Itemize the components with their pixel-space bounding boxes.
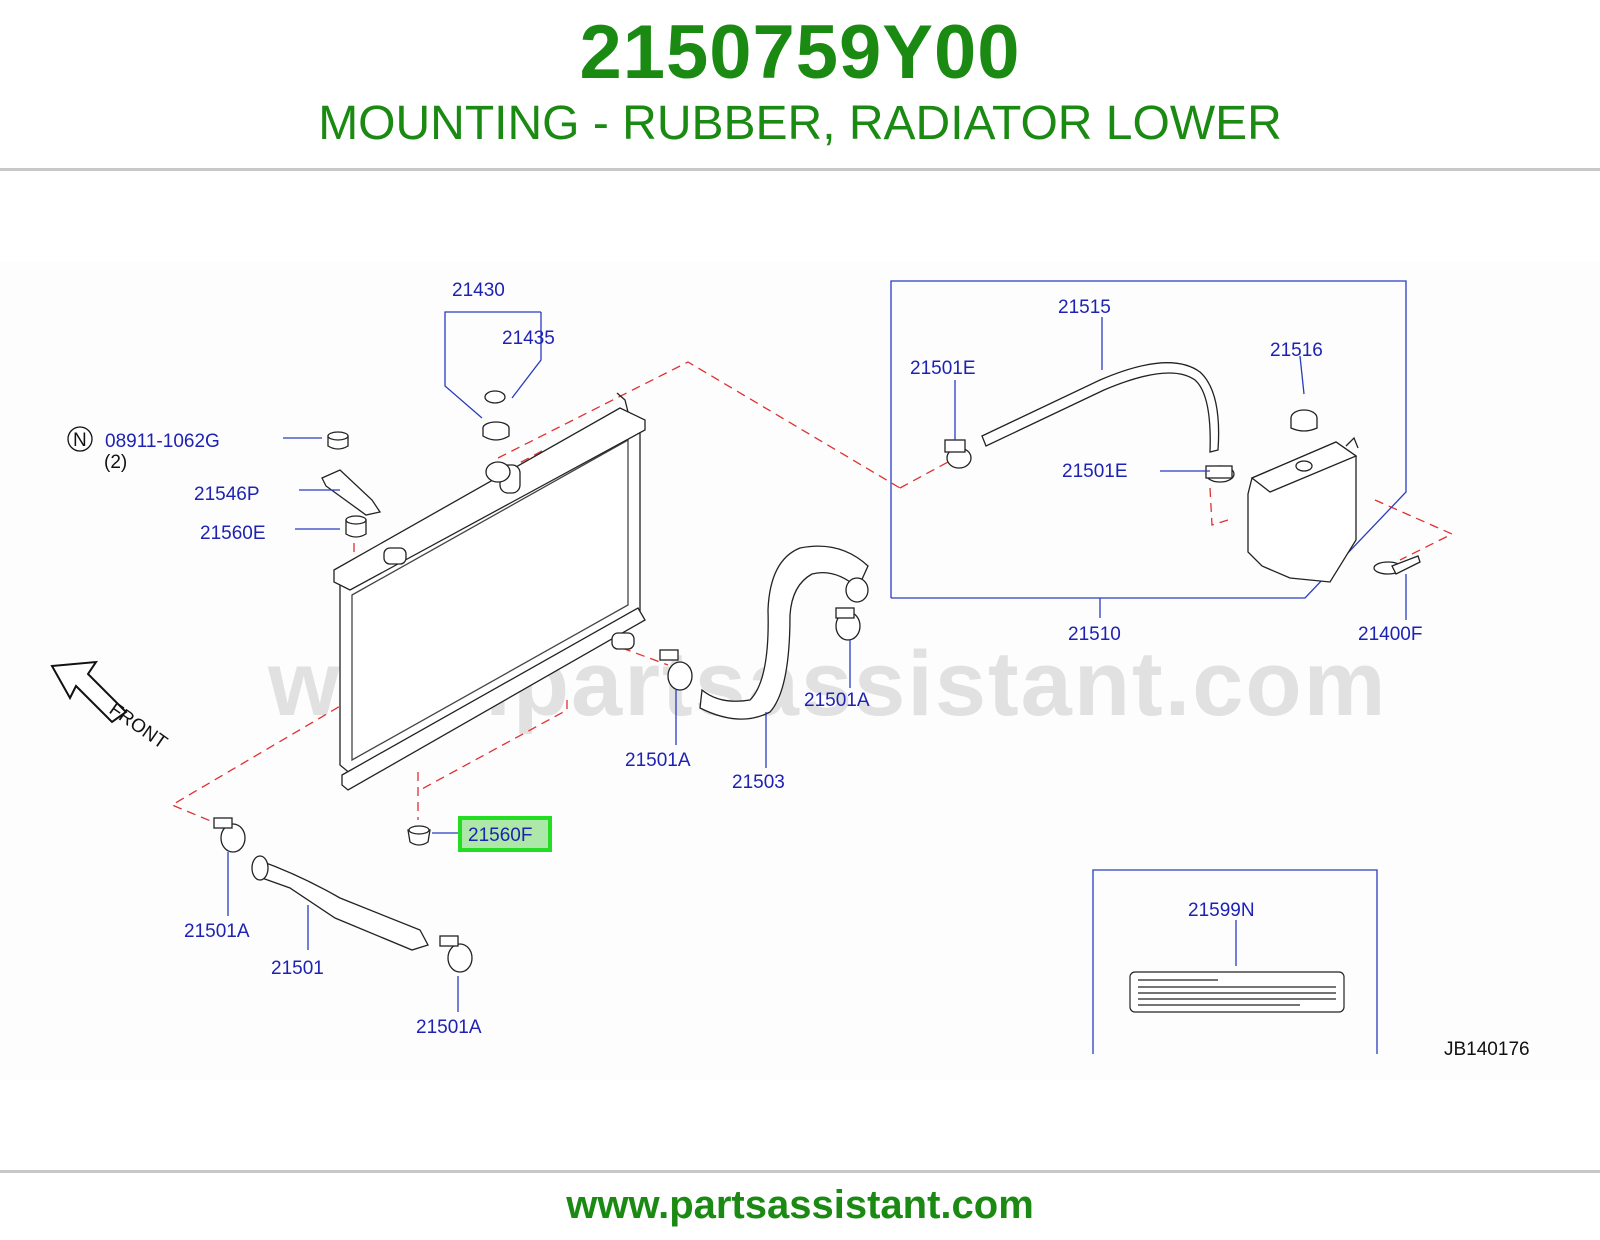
callout-21501A-lower-left[interactable]: 21501A [184,921,250,942]
callout-bolt-number[interactable]: 08911-1062G [105,431,220,452]
reservoir-hose-part [981,362,1220,453]
lower-mount-rubber-part [407,825,431,846]
n-circle-icon [67,426,93,452]
callout-21560E[interactable]: 21560E [200,523,266,544]
header-divider [0,168,1600,171]
part-name-subtitle: MOUNTING - RUBBER, RADIATOR LOWER [318,97,1282,150]
upper-hose-end [845,577,869,603]
reservoir-tank-part [1247,409,1359,583]
front-arrow-icon [50,660,128,724]
reservoir-group-frame [890,280,1407,599]
drawing-code: JB140176 [1444,1039,1530,1060]
callout-21501E-right[interactable]: 21501E [1062,461,1128,482]
upper-mount-parts [321,431,382,538]
callout-21503[interactable]: 21503 [732,772,785,793]
callout-21435[interactable]: 21435 [502,328,555,349]
radiator-cap-part [482,390,510,441]
lower-hose-end [251,855,269,881]
hose-clamps [213,439,1235,973]
callout-21501A-lower-right[interactable]: 21501A [416,1017,482,1038]
callout-21516[interactable]: 21516 [1270,340,1323,361]
label-group-frame [1092,869,1378,1054]
caution-label-part [1129,971,1345,1013]
callout-21400F[interactable]: 21400F [1358,624,1422,645]
callout-21501E-left[interactable]: 21501E [910,358,976,379]
callout-bolt-qty: (2) [104,452,127,473]
callout-21501[interactable]: 21501 [271,958,324,979]
part-number-title: 2150759Y00 [579,10,1021,95]
footer-website-link[interactable]: www.partsassistant.com [566,1183,1034,1227]
screw-part [1373,555,1421,575]
exploded-view-drawing: www.partsassistant.com [50,280,1530,1060]
page-header: 2150759Y00 MOUNTING - RUBBER, RADIATOR L… [0,0,1600,170]
callout-21546P[interactable]: 21546P [194,484,260,505]
callout-21430[interactable]: 21430 [452,280,505,301]
footer-divider [0,1170,1600,1173]
callout-21501A-upper[interactable]: 21501A [804,690,870,711]
callout-21501A-middle[interactable]: 21501A [625,750,691,771]
callout-21515[interactable]: 21515 [1058,297,1111,318]
lower-hose-part [257,858,429,951]
callout-leader-lines [227,311,1407,1012]
callout-21560F[interactable]: 21560F [468,825,532,846]
bolt-symbol: N [73,430,87,451]
callout-21599N[interactable]: 21599N [1188,900,1255,921]
callout-21510[interactable]: 21510 [1068,624,1121,645]
parts-diagram: www.partsassistant.com [0,262,1600,1080]
highlight-box-21560F [458,816,552,852]
radiator-core [333,392,646,791]
front-label: FRONT [105,699,171,754]
